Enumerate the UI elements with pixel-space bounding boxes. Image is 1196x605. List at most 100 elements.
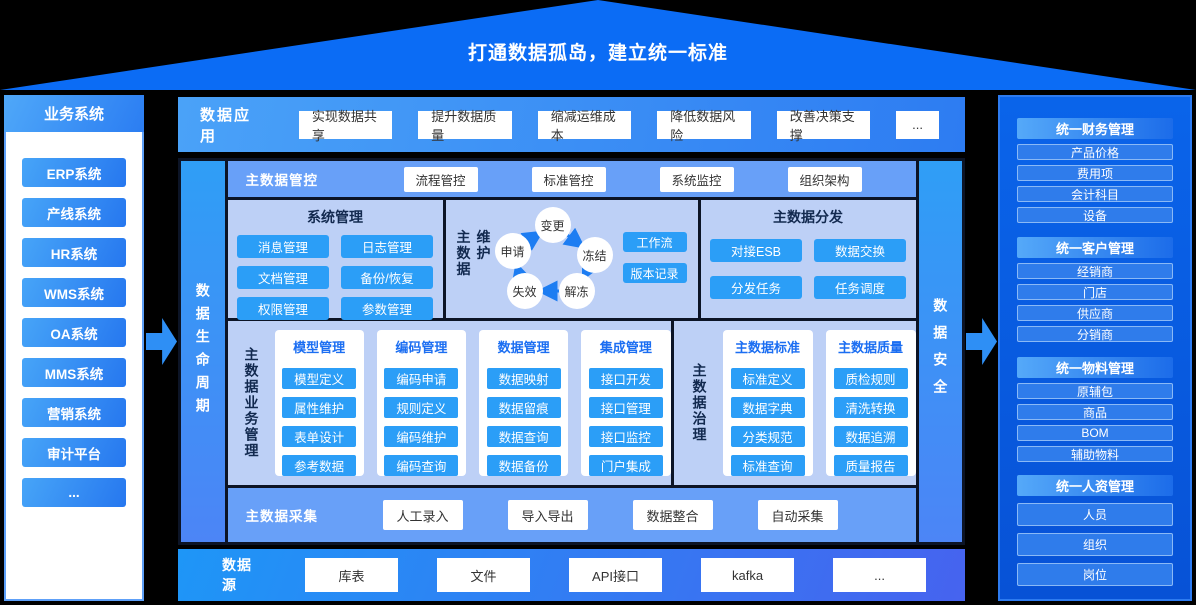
cycle-node-change: 变更 [534,207,571,243]
maintenance-item: 版本记录 [622,263,687,283]
business-systems-list: ERP系统 产线系统 HR系统 WMS系统 OA系统 MMS系统 营销系统 审计… [4,132,144,601]
customer-group-title: 统一客户管理 [1017,237,1173,258]
application-item: 实现数据共享 [298,109,393,143]
column-item: 数据追溯 [833,426,908,447]
control-item: 流程管控 [403,166,478,192]
maintenance-item: 工作流 [622,232,687,252]
domain-item: 门店 [1017,284,1173,300]
integration-management-column: 集成管理 接口开发 接口管理 接口监控 门户集成 [581,330,671,476]
column-title: 集成管理 [599,340,652,355]
collection-item: 数据整合 [632,500,713,530]
master-data-quality-column: 主数据质量 质检规则 清洗转换 数据追溯 质量报告 [825,330,916,476]
business-management-title: 主数据业务管理 [243,347,260,459]
system-item: 消息管理 [237,235,329,258]
middle-row-lower: 主数据业务管理 模型管理 模型定义 属性维护 表单设计 参考数据 编码管理 编码… [227,321,916,485]
system-item: 权限管理 [237,297,329,320]
distribution-grid: 对接ESB 数据交换 分发任务 任务调度 [710,239,906,299]
column-item: 规则定义 [384,397,459,418]
control-item: 组织架构 [787,166,862,192]
control-item: 系统监控 [659,166,734,192]
column-item: 编码申请 [384,368,459,389]
column-item: 数据留痕 [486,397,561,418]
data-application-label: 数据应用 [200,106,252,145]
domain-item: 原辅包 [1017,383,1173,399]
application-item-more: ... [896,110,939,139]
column-item: 属性维护 [282,397,357,418]
data-source-item: 库表 [305,558,399,592]
column-item: 清洗转换 [833,397,908,418]
unified-domains-panel: 统一财务管理 产品价格 费用项 会计科目 设备 统一客户管理 经销商 门店 供应… [998,95,1192,601]
system-management-grid: 消息管理 日志管理 文档管理 备份/恢复 权限管理 参数管理 [237,235,433,320]
domain-item: 组织 [1017,533,1173,556]
cycle-node-unfreeze: 解冻 [558,273,595,309]
master-data-collection-row: 主数据采集 人工录入 导入导出 数据整合 自动采集 [227,488,916,542]
data-source-item: API接口 [569,558,663,592]
business-systems-panel: 业务系统 ERP系统 产线系统 HR系统 WMS系统 OA系统 MMS系统 营销… [4,95,144,601]
maintenance-title: 主数据维护 [455,229,492,278]
column-title: 模型管理 [293,340,346,355]
domain-item: 辅助物料 [1017,446,1173,462]
data-source-row: 数据源 库表 文件 API接口 kafka ... [178,549,965,601]
column-item: 数据查询 [486,426,561,447]
application-item: 提升数据质量 [418,109,512,143]
business-management-panel: 主数据业务管理 模型管理 模型定义 属性维护 表单设计 参考数据 编码管理 编码… [227,321,671,485]
application-item: 改善决策支撑 [776,109,871,143]
column-item: 数据备份 [486,455,561,476]
distribution-item: 对接ESB [710,239,802,262]
domain-item: BOM [1017,425,1173,441]
data-lifecycle-label: 数据生命周期 [194,282,211,421]
domain-item: 设备 [1017,207,1173,223]
system-management-title: 系统管理 [307,209,363,225]
application-item: 降低数据风险 [657,109,751,143]
domain-item: 分销商 [1017,326,1173,342]
business-systems-title: 业务系统 [4,95,144,132]
cycle-node-expire: 失效 [506,273,543,309]
data-source-item-more: ... [833,558,927,592]
master-data-control-label: 主数据管控 [245,173,318,188]
column-item: 质量报告 [833,455,908,476]
data-lifecycle-bar: 数据生命周期 [181,161,225,542]
business-system-item-more: ... [22,478,126,507]
system-item: 参数管理 [341,297,433,320]
column-item: 编码维护 [384,426,459,447]
data-source-item: kafka [701,558,795,592]
collection-item: 自动采集 [757,500,838,530]
business-system-item: 审计平台 [22,438,126,467]
distribution-title: 主数据分发 [773,209,843,225]
business-system-item: OA系统 [22,318,126,347]
middle-row-upper: 系统管理 消息管理 日志管理 文档管理 备份/恢复 权限管理 参数管理 主数据维… [227,200,916,320]
business-system-item: ERP系统 [22,158,126,187]
distribution-item: 数据交换 [814,239,906,262]
business-system-item: 产线系统 [22,198,126,227]
column-item: 表单设计 [282,426,357,447]
distribution-item: 任务调度 [814,276,906,299]
data-governance-panel: 主数据治理 主数据标准 标准定义 数据字典 分类规范 标准查询 主数据质量 质检… [673,321,916,485]
column-title: 主数据质量 [837,340,903,355]
business-system-item: WMS系统 [22,278,126,307]
domain-item: 经销商 [1017,263,1173,279]
collection-item: 人工录入 [382,500,463,530]
business-system-item: 营销系统 [22,398,126,427]
system-item: 日志管理 [341,235,433,258]
control-item: 标准管控 [531,166,606,192]
cycle-node-apply: 申请 [494,233,531,269]
column-item: 接口开发 [588,368,663,389]
data-security-label: 数据安全 [932,297,949,406]
column-item: 数据映射 [486,368,561,389]
domain-item: 人员 [1017,503,1173,526]
column-item: 参考数据 [282,455,357,476]
column-item: 质检规则 [833,368,908,389]
data-application-row: 数据应用 实现数据共享 提升数据质量 缩减运维成本 降低数据风险 改善决策支撑 … [178,97,965,152]
data-source-item: 文件 [437,558,531,592]
application-item: 缩减运维成本 [537,109,632,143]
collection-item: 导入导出 [507,500,588,530]
coding-management-column: 编码管理 编码申请 规则定义 编码维护 编码查询 [376,330,466,476]
master-data-collection-label: 主数据采集 [245,509,318,524]
domain-item: 费用项 [1017,165,1173,181]
master-data-standard-column: 主数据标准 标准定义 数据字典 分类规范 标准查询 [722,330,813,476]
right-arrow-icon [146,318,177,365]
master-data-distribution-panel: 主数据分发 对接ESB 数据交换 分发任务 任务调度 [700,200,916,318]
column-item: 标准定义 [730,368,805,389]
domain-item: 商品 [1017,404,1173,420]
